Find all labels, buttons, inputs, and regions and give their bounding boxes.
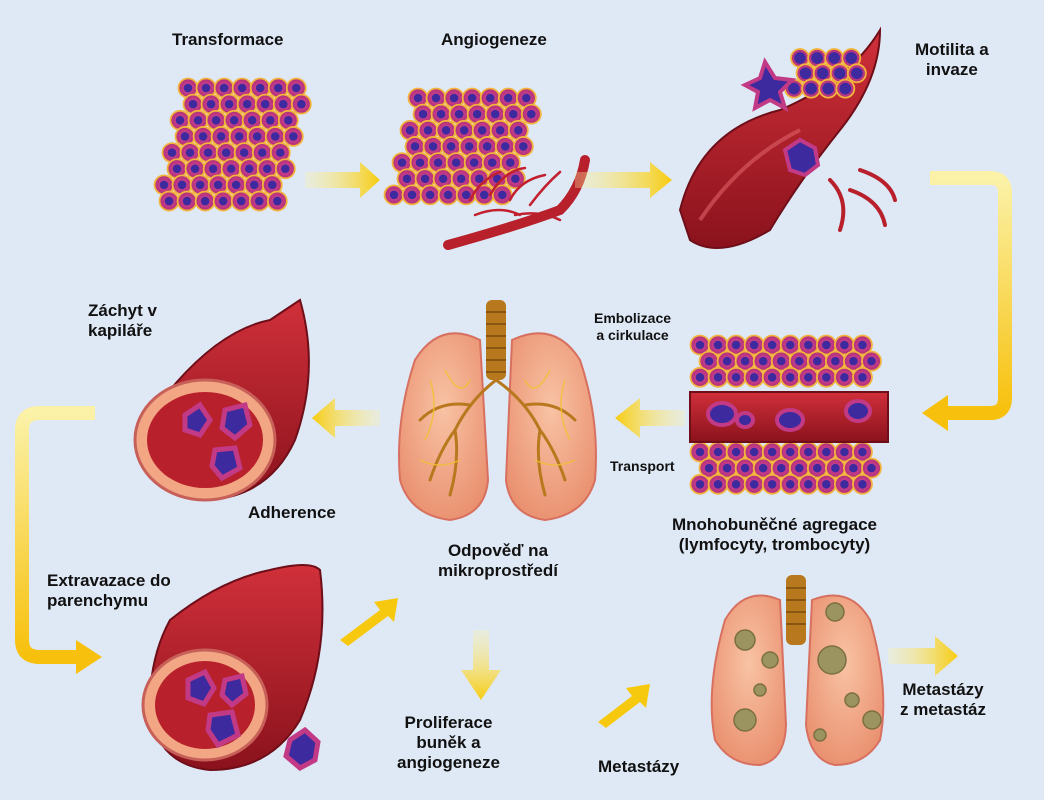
label-transport: Transport xyxy=(610,458,675,474)
angiogenesis-illustration xyxy=(383,87,590,250)
label-transformation: Transformace xyxy=(172,30,284,49)
transport-vessel-illustration xyxy=(689,334,889,495)
motility-vessel-illustration xyxy=(678,26,897,249)
label-aggregation: Mnohobuněčné agregace (lymfocyty, trombo… xyxy=(672,515,877,555)
label-proliferation: Proliferace buněk a angiogeneze xyxy=(397,713,500,773)
label-extravasation: Extravazace do parenchymu xyxy=(47,571,171,611)
label-embolization: Embolizace a cirkulace xyxy=(594,310,672,343)
label-adherence: Adherence xyxy=(248,503,336,522)
label-angiogenesis: Angiogeneze xyxy=(441,30,547,49)
flow-arrows xyxy=(15,162,1012,728)
label-metastases: Metastázy xyxy=(598,757,680,776)
label-metastases-of-metastases: Metastázy z metastáz xyxy=(900,680,986,720)
extravasation-illustration xyxy=(141,564,324,772)
label-microenvironment: Odpověď na mikroprostředí xyxy=(438,541,558,581)
lungs-microenvironment-illustration xyxy=(398,300,597,522)
transformation-cell-cluster xyxy=(153,77,312,212)
label-motility-invasion: Motilita a invaze xyxy=(915,40,989,80)
label-capillary-arrest: Záchyt v kapiláře xyxy=(88,301,157,341)
capillary-arrest-illustration xyxy=(133,298,310,502)
metastatic-lungs-illustration xyxy=(710,575,885,767)
